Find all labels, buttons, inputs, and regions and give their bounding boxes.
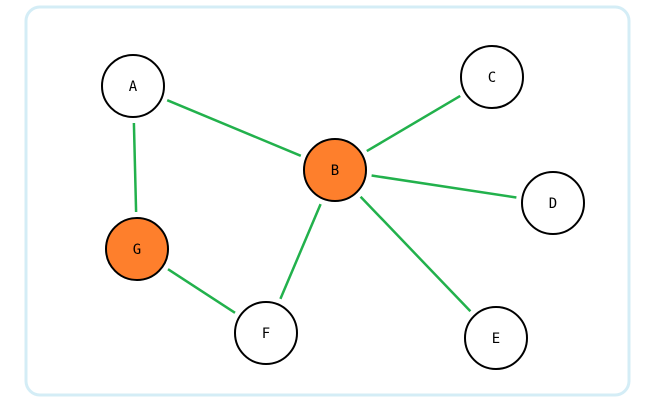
node-label-e: E bbox=[492, 331, 500, 347]
node-circle-g bbox=[105, 217, 169, 281]
edge-a-g bbox=[132, 122, 138, 213]
node-b: B bbox=[303, 138, 367, 202]
node-label-b: B bbox=[331, 163, 339, 179]
node-g: G bbox=[105, 217, 169, 281]
node-layer: A B C D E F G bbox=[101, 45, 585, 370]
edge-b-c bbox=[366, 94, 461, 153]
node-label-g: G bbox=[133, 242, 141, 258]
node-circle-d bbox=[521, 171, 585, 235]
node-c: C bbox=[460, 45, 524, 109]
edge-layer bbox=[132, 94, 517, 314]
edge-b-e bbox=[359, 195, 472, 313]
edge-b-d bbox=[371, 174, 517, 199]
node-circle-c bbox=[460, 45, 524, 109]
edge-g-f bbox=[167, 268, 236, 314]
node-circle-a bbox=[101, 54, 165, 118]
node-label-f: F bbox=[262, 326, 270, 342]
node-d: D bbox=[521, 171, 585, 235]
node-circle-f bbox=[234, 301, 298, 365]
node-e: E bbox=[464, 306, 528, 370]
node-a: A bbox=[101, 54, 165, 118]
node-label-c: C bbox=[488, 70, 496, 86]
node-label-d: D bbox=[549, 196, 557, 212]
node-circle-e bbox=[464, 306, 528, 370]
node-label-a: A bbox=[129, 79, 138, 95]
node-circle-b bbox=[303, 138, 367, 202]
node-f: F bbox=[234, 301, 298, 365]
edge-b-f bbox=[279, 203, 322, 300]
edge-a-b bbox=[166, 99, 302, 157]
